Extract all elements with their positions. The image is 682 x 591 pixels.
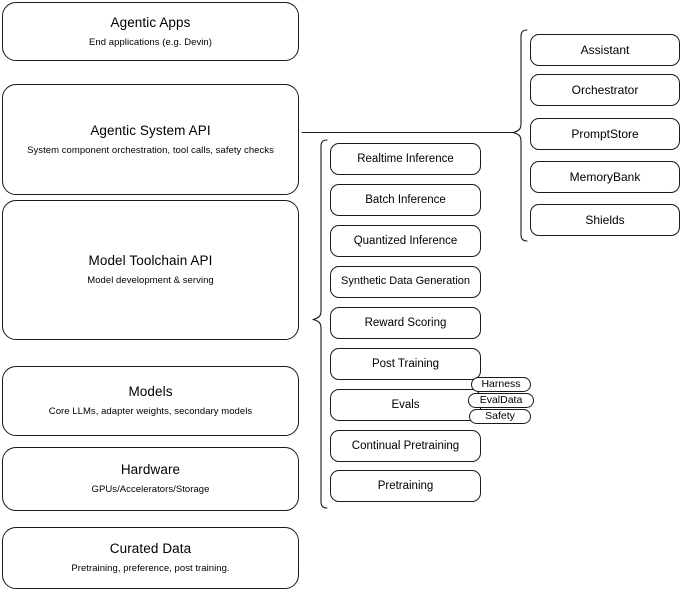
evals-tag-safety[interactable]: Safety (469, 409, 531, 424)
brace-model-toolchain-items (312, 139, 328, 509)
layer-subtitle: Model development & serving (87, 275, 214, 286)
layer-title: Curated Data (109, 541, 192, 557)
layer-subtitle: GPUs/Accelerators/Storage (91, 484, 210, 495)
layer-title: Models (128, 384, 173, 400)
layer-title: Hardware (120, 462, 181, 478)
toolchain-item-batch-inference[interactable]: Batch Inference (330, 184, 481, 216)
toolchain-item-realtime-inference[interactable]: Realtime Inference (330, 143, 481, 175)
toolchain-item-evals[interactable]: Evals (330, 389, 481, 421)
agentic-component-orchestrator[interactable]: Orchestrator (530, 74, 680, 106)
toolchain-item-reward-scoring[interactable]: Reward Scoring (330, 307, 481, 339)
layer-agentic-apps[interactable]: Agentic Apps End applications (e.g. Devi… (2, 2, 299, 61)
layer-agentic-system-api[interactable]: Agentic System API System component orch… (2, 84, 299, 195)
layer-subtitle: Core LLMs, adapter weights, secondary mo… (48, 406, 253, 417)
agentic-component-promptstore[interactable]: PromptStore (530, 118, 680, 150)
layer-title: Agentic System API (90, 122, 211, 138)
toolchain-item-quantized-inference[interactable]: Quantized Inference (330, 225, 481, 257)
layer-subtitle: Pretraining, preference, post training. (71, 563, 230, 574)
layer-subtitle: End applications (e.g. Devin) (89, 36, 212, 48)
agentic-component-shields[interactable]: Shields (530, 204, 680, 236)
brace-agentic-components (512, 29, 528, 242)
layer-model-toolchain-api[interactable]: Model Toolchain API Model development & … (2, 200, 299, 340)
evals-tag-evaldata[interactable]: EvalData (468, 393, 534, 408)
toolchain-item-synthetic-data-generation[interactable]: Synthetic Data Generation (330, 266, 481, 298)
agentic-component-assistant[interactable]: Assistant (530, 34, 680, 66)
agentic-component-memorybank[interactable]: MemoryBank (530, 161, 680, 193)
layer-title: Model Toolchain API (88, 253, 213, 269)
toolchain-item-post-training[interactable]: Post Training (330, 348, 481, 380)
layer-subtitle: System component orchestration, tool cal… (27, 144, 274, 156)
layer-models[interactable]: Models Core LLMs, adapter weights, secon… (2, 366, 299, 436)
evals-tag-harness[interactable]: Harness (471, 377, 531, 392)
layer-curated-data[interactable]: Curated Data Pretraining, preference, po… (2, 527, 299, 589)
toolchain-item-pretraining[interactable]: Pretraining (330, 470, 481, 502)
toolchain-item-continual-pretraining[interactable]: Continual Pretraining (330, 430, 481, 462)
layer-title: Agentic Apps (110, 14, 191, 30)
layer-hardware[interactable]: Hardware GPUs/Accelerators/Storage (2, 447, 299, 511)
